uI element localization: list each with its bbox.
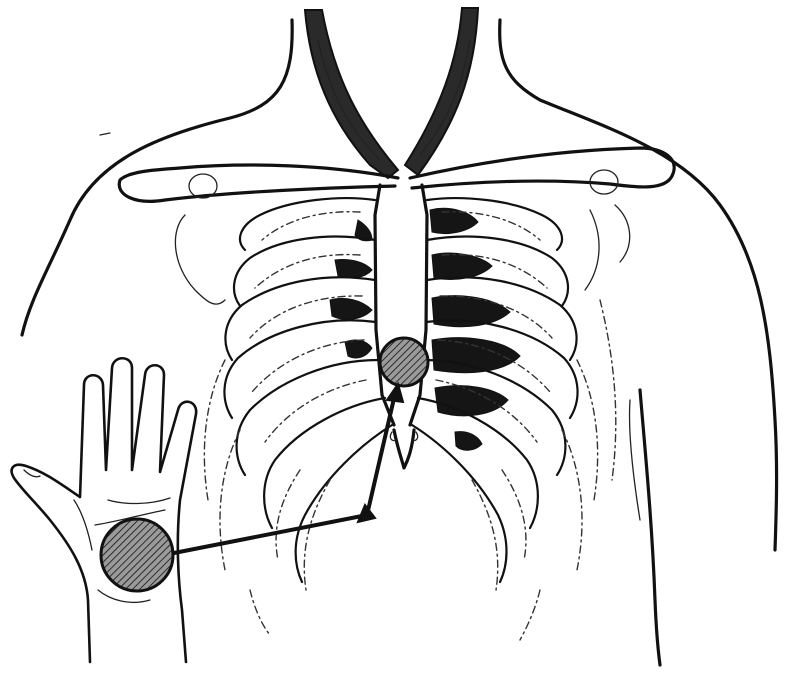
sternum xyxy=(375,185,427,425)
shoulder-joints xyxy=(175,205,629,304)
palm-heel-marker xyxy=(101,519,173,591)
neck-vessels xyxy=(305,8,478,178)
xiphoid-process xyxy=(390,430,417,468)
rib-cage xyxy=(204,198,615,640)
sternum-contact-marker xyxy=(380,338,428,386)
clavicles xyxy=(119,148,674,201)
open-palm xyxy=(12,358,197,662)
